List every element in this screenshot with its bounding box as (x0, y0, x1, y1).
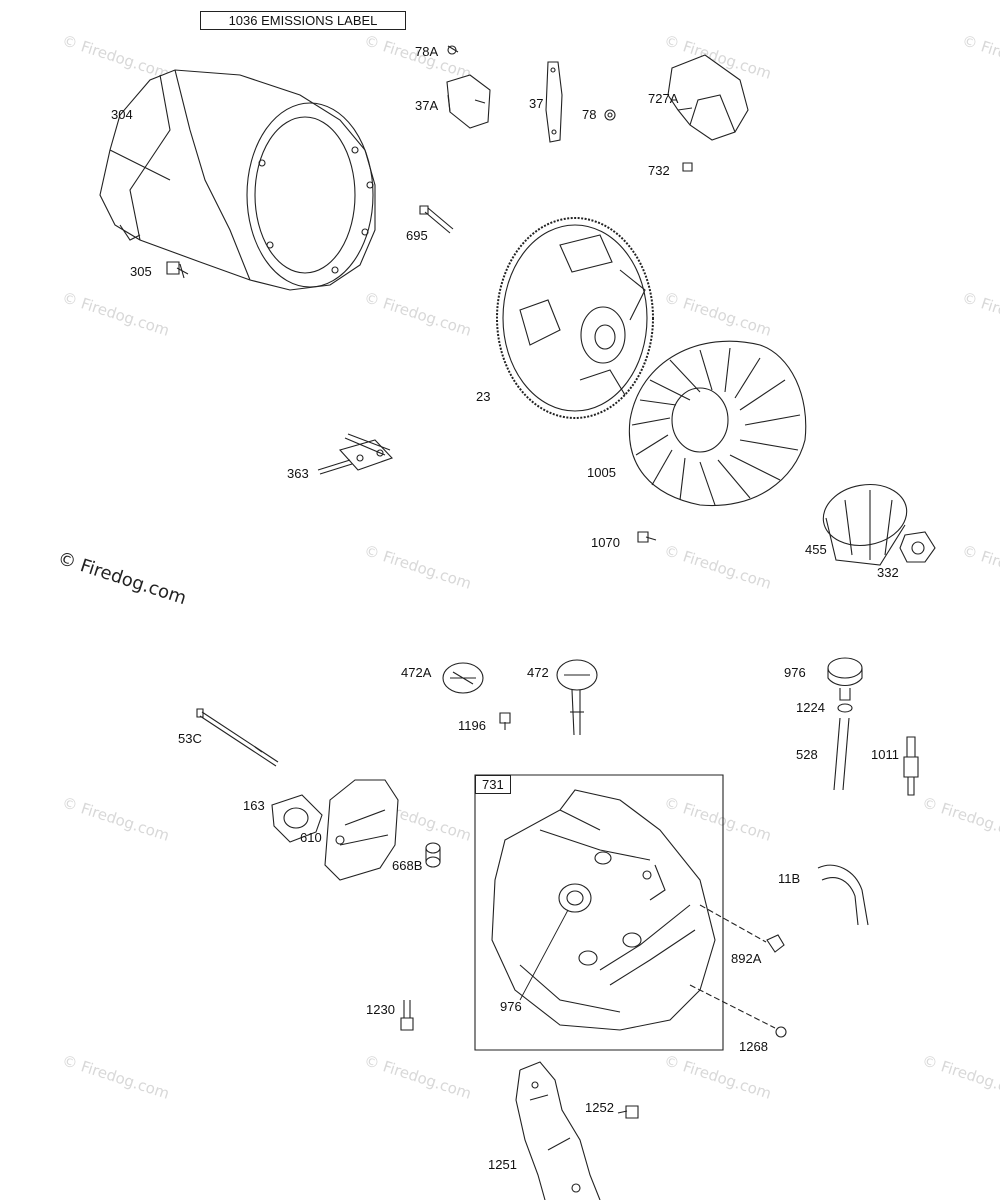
part-label: 695 (406, 228, 428, 243)
part-label: 78 (582, 107, 597, 122)
part-label: 332 (877, 565, 899, 580)
part-label: 1224 (796, 700, 825, 715)
part-label: 668B (392, 858, 423, 873)
cap-472A (443, 663, 483, 693)
clamp-1224 (838, 704, 852, 712)
part-label: 23 (476, 389, 491, 404)
part-label: 1005 (587, 465, 616, 480)
baffle-1251 (516, 1062, 600, 1200)
shield-727A (668, 55, 748, 140)
part-label: 528 (796, 747, 818, 762)
stud-1230 (401, 1000, 413, 1030)
part-label: 1196 (458, 718, 486, 733)
part-label: 78A (415, 44, 439, 59)
part-label: 1230 (366, 1002, 395, 1017)
part-label: 1070 (591, 535, 620, 550)
part-label: 1011 (871, 747, 899, 762)
screw-1070 (638, 532, 656, 542)
part-label: 1268 (739, 1039, 768, 1054)
bolt-695 (420, 206, 453, 233)
screw-305 (167, 262, 188, 278)
spark-plug-1011 (904, 737, 918, 795)
part-label: 892A (731, 951, 762, 966)
hose-11B (818, 865, 868, 925)
cover-610 (325, 780, 398, 880)
blower-housing-304 (100, 70, 375, 290)
screw-732 (683, 163, 692, 171)
fan-1005 (629, 341, 805, 505)
cap-472 (557, 660, 597, 735)
part-label: 472A (401, 665, 432, 680)
part-label: 53C (178, 731, 202, 746)
part-label: 727A (648, 91, 679, 106)
part-label: 37 (529, 96, 544, 111)
screw-1252 (618, 1106, 638, 1118)
part-label: 472 (527, 665, 549, 680)
part-label: 976 (784, 665, 806, 680)
part-label: 732 (648, 163, 670, 178)
part-label: 1251 (488, 1157, 517, 1172)
bracket-363 (318, 434, 392, 474)
nut-78 (605, 110, 615, 120)
group-box-731 (475, 775, 723, 1050)
group-box-label: 731 (475, 775, 511, 794)
part-label: 455 (805, 542, 827, 557)
part-label: 11B (778, 871, 801, 886)
part-label: 305 (130, 264, 152, 279)
emissions-label: 1036 EMISSIONS LABEL (200, 11, 406, 30)
bracket-37A (447, 75, 490, 128)
breather-976 (828, 658, 862, 700)
spacer-668B (426, 843, 440, 867)
part-label: 37A (415, 98, 439, 113)
part-label: 976 (500, 999, 522, 1014)
part-label: 1252 (585, 1100, 614, 1115)
screw-892A (700, 905, 784, 952)
nut-78A (448, 46, 458, 54)
screen-455 (818, 478, 911, 565)
nut-1268 (690, 985, 786, 1037)
part-label: 304 (111, 107, 133, 122)
tube-528 (834, 718, 849, 790)
rod-53C (197, 709, 278, 766)
part-label: 163 (243, 798, 265, 813)
screw-1196 (500, 713, 510, 730)
cylinder-shield-731 (492, 790, 715, 1030)
gasket-163 (272, 795, 322, 842)
part-label: 363 (287, 466, 309, 481)
strap-37 (546, 62, 562, 142)
part-label: 610 (300, 830, 322, 845)
flywheel-23 (497, 218, 653, 418)
nut-332 (900, 532, 935, 562)
